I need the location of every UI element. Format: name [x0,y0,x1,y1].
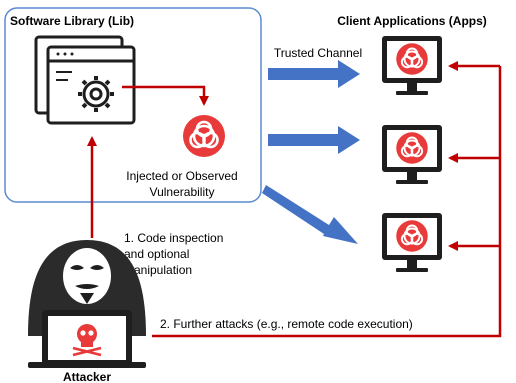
attacker-label: Attacker [63,370,111,383]
hacker-icon [28,240,146,368]
injection-arrow [122,85,209,106]
clients-title: Client Applications (Apps) [337,14,487,28]
vulnerability-label-line1: Injected or Observed [126,169,237,183]
client-monitor-3 [382,213,442,272]
skull-icon [72,324,102,357]
biohazard-icon [395,131,429,165]
further-attacks-line [152,66,502,338]
trusted-arrow-1 [268,60,360,88]
library-box [4,7,262,203]
biohazard-icon [181,113,227,159]
trusted-arrow-2 [268,126,360,154]
step1-line2: and optional [124,247,189,261]
vulnerability-label-line2: Vulnerability [150,185,215,199]
biohazard-icon [395,42,429,76]
client-monitor-1 [382,36,442,95]
trusted-arrow-3 [262,185,358,244]
code-window-gear-icon [34,35,136,125]
biohazard-icon [395,219,429,253]
step1-line1: 1. Code inspection [124,231,223,245]
client-monitor-2 [382,125,442,184]
trusted-channel-label: Trusted Channel [274,46,362,60]
library-title: Software Library (Lib) [10,14,134,28]
step2-label: 2. Further attacks (e.g., remote code ex… [160,317,413,331]
step1-line3: manipulation [124,263,192,277]
